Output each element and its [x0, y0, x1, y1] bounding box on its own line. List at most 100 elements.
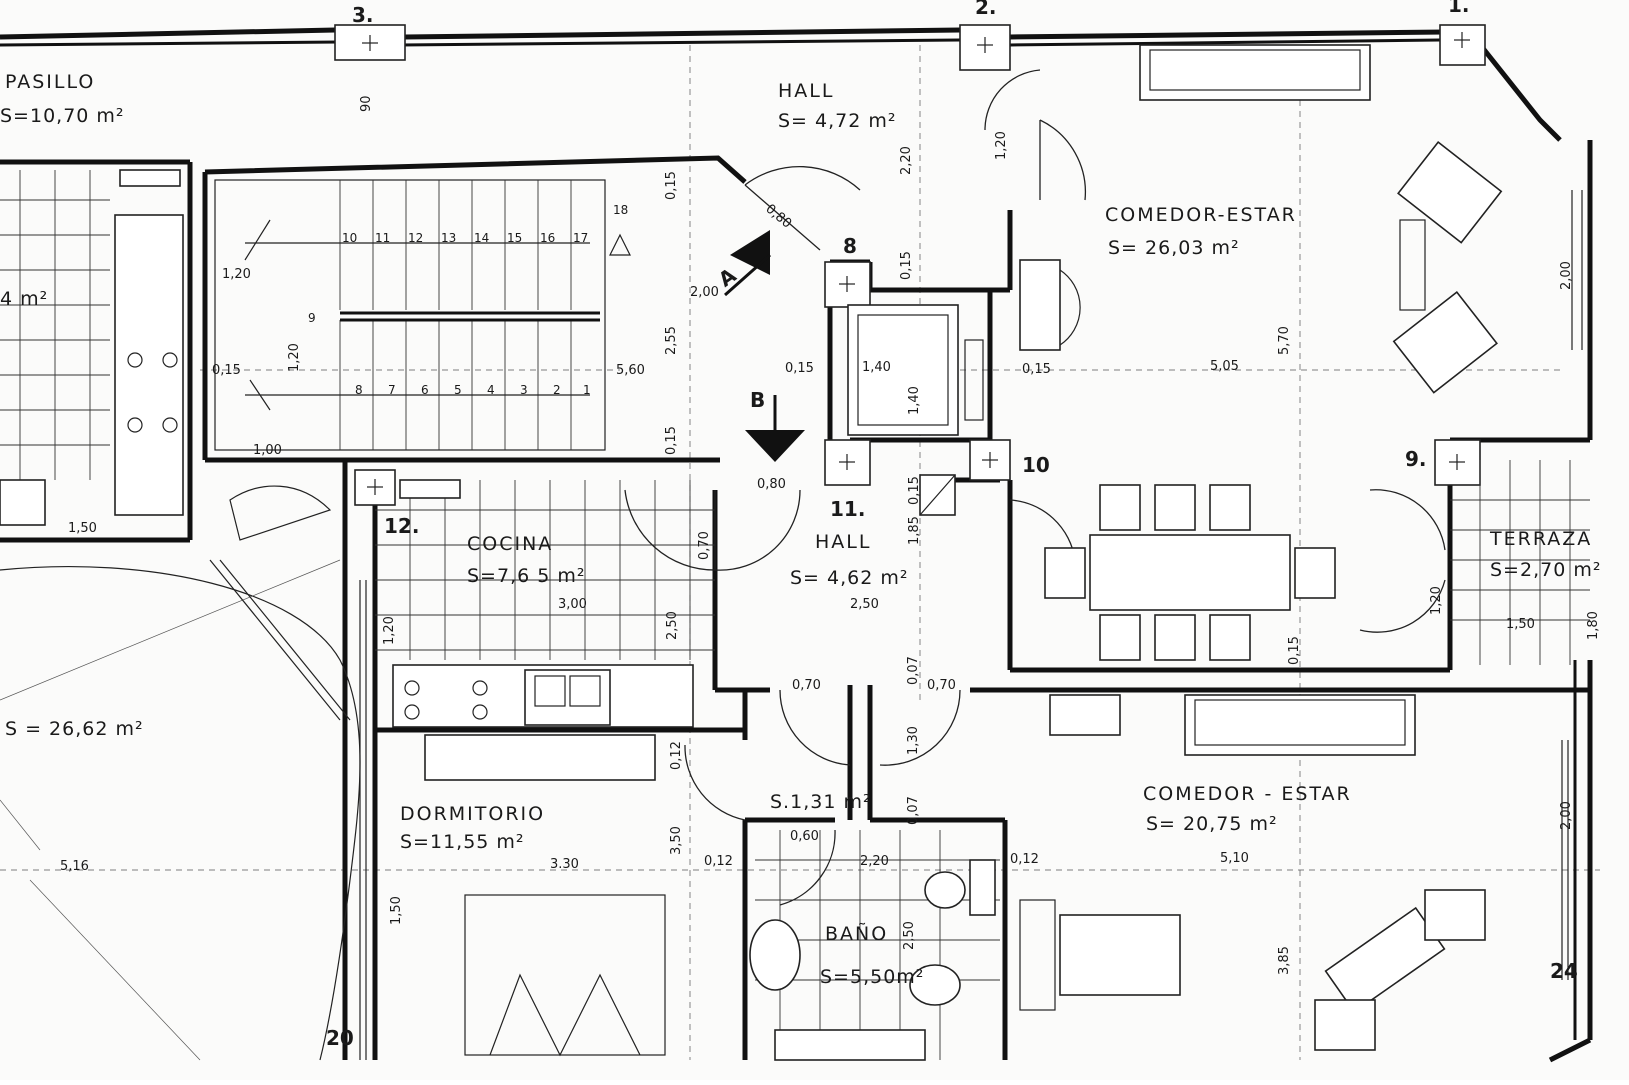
room-area-terraza: S=2,70 m² — [1490, 559, 1601, 581]
room-name-hall-top: HALL — [778, 80, 834, 102]
terrace-tiling — [1450, 460, 1590, 665]
stair-number: 2 — [553, 383, 561, 397]
stair-number: 6 — [421, 383, 429, 397]
staircase — [214, 179, 631, 451]
dim-label: 1,85 — [907, 516, 922, 545]
marker-24: 24 — [1550, 959, 1578, 983]
room-name-dormitorio: DORMITORIO — [400, 803, 545, 825]
marker-10: 10 — [1022, 453, 1050, 477]
marker-9: 9. — [1405, 447, 1427, 471]
stair-number: 14 — [474, 231, 489, 245]
walls — [0, 27, 1593, 1063]
column-2 — [959, 24, 1011, 71]
dim-label: 0,12 — [704, 854, 733, 869]
kitchen-tiling — [375, 480, 715, 660]
stair-number: 13 — [441, 231, 456, 245]
stair-number: 5 — [454, 383, 462, 397]
marker-11: 11. — [830, 497, 865, 521]
dim-label: 2,00 — [1559, 801, 1574, 830]
column-12 — [354, 469, 396, 506]
dim-label: 5,16 — [60, 859, 89, 874]
dim-label: 0,15 — [899, 251, 914, 280]
room-area-comedor-bottom: S= 20,75 m² — [1146, 813, 1278, 835]
dim-label: 1,40 — [862, 360, 891, 375]
dim-label: 0,70 — [792, 678, 821, 693]
room-name-cocina: COCINA — [467, 533, 553, 555]
marker-3: 3. — [352, 3, 374, 27]
dim-label: 1,30 — [906, 726, 921, 755]
dim-label: 0,07 — [906, 796, 921, 825]
dim-label: 2,50 — [665, 611, 680, 640]
dim-label: 90 — [359, 95, 374, 112]
dim-label: 1,20 — [994, 131, 1009, 160]
dim-label: 3,50 — [669, 826, 684, 855]
dim-label: 0,15 — [664, 171, 679, 200]
room-name-bano: BAÑO — [825, 922, 888, 945]
stair-number: 4 — [487, 383, 495, 397]
room-area-bano-small: S.1,31 m² — [770, 791, 872, 813]
room-area-patio: S = 26,62 m² — [5, 718, 144, 740]
section-b-label: B — [750, 388, 765, 412]
dim-label: 0,70 — [927, 678, 956, 693]
dim-label: 2,20 — [899, 146, 914, 175]
room-area-hall-top: S= 4,72 m² — [778, 110, 897, 132]
column-10 — [969, 439, 1011, 481]
stair-number: 12 — [408, 231, 423, 245]
section-b-arrow-icon — [745, 430, 805, 462]
section-a-arrow-icon — [730, 230, 770, 275]
stair-number: 15 — [507, 231, 522, 245]
dim-label: 1,20 — [287, 343, 302, 372]
door-swings — [624, 69, 1446, 906]
dim-label: 5,10 — [1220, 851, 1249, 866]
dim-label: 0,15 — [1287, 636, 1302, 665]
marker-12: 12. — [384, 514, 419, 538]
dim-label: 2,00 — [1559, 261, 1574, 290]
dim-label: 0,15 — [1022, 362, 1051, 377]
room-name-pasillo: PASILLO — [5, 71, 95, 93]
column-9 — [1434, 439, 1481, 486]
room-area-bano: S=5,50m² — [820, 966, 924, 988]
kitchen-counter — [392, 479, 694, 728]
dim-label: 1,80 — [1586, 611, 1601, 640]
room-area-hall-mid: S= 4,62 m² — [790, 567, 909, 589]
dim-label: 5,05 — [1210, 359, 1239, 374]
dim-label: 0,15 — [664, 426, 679, 455]
lift-core — [847, 304, 984, 436]
shaft — [919, 474, 956, 516]
room-area-dormitorio: S=11,55 m² — [400, 831, 525, 853]
dim-label: 0,70 — [697, 531, 712, 560]
dim-label: 3,00 — [558, 597, 587, 612]
stair-number: 18 — [613, 203, 628, 217]
marker-2: 2. — [975, 0, 997, 19]
dim-label: 0,80 — [762, 202, 794, 232]
guide-lines — [0, 45, 1600, 1060]
dim-label: 1,20 — [382, 616, 397, 645]
dim-label: 0,15 — [907, 476, 922, 505]
dim-label: 1,50 — [1506, 617, 1535, 632]
dim-label: 0,80 — [757, 477, 786, 492]
dim-label: 3,85 — [1277, 946, 1292, 975]
dim-label: 3.30 — [550, 857, 579, 872]
bathroom — [749, 830, 1000, 1061]
marker-1: 1. — [1448, 0, 1470, 17]
dim-label: 1,50 — [389, 896, 404, 925]
dim-label: 0,60 — [790, 829, 819, 844]
dim-label: 1,40 — [907, 386, 922, 415]
structural-markers: 3. 2. 1. 8 9. 10 11. 12. 20 24 — [326, 0, 1578, 1050]
stair-number: 8 — [355, 383, 363, 397]
stair-number: 9 — [308, 311, 316, 325]
stair-number: 17 — [573, 231, 588, 245]
stair-numbers: 10 11 12 13 14 15 16 17 18 8 7 6 5 4 3 2… — [308, 203, 628, 397]
stair-number: 11 — [375, 231, 390, 245]
column-8 — [824, 261, 871, 308]
room-area-left-partial: 4 m² — [0, 288, 48, 310]
stair-number: 3 — [520, 383, 528, 397]
dim-label: 1,20 — [222, 267, 251, 282]
dim-label: 2,00 — [690, 285, 719, 300]
dim-label: 5,60 — [616, 363, 645, 378]
marker-8: 8 — [843, 234, 857, 258]
stair-number: 1 — [583, 383, 591, 397]
stair-number: 7 — [388, 383, 396, 397]
column-3 — [334, 24, 406, 61]
